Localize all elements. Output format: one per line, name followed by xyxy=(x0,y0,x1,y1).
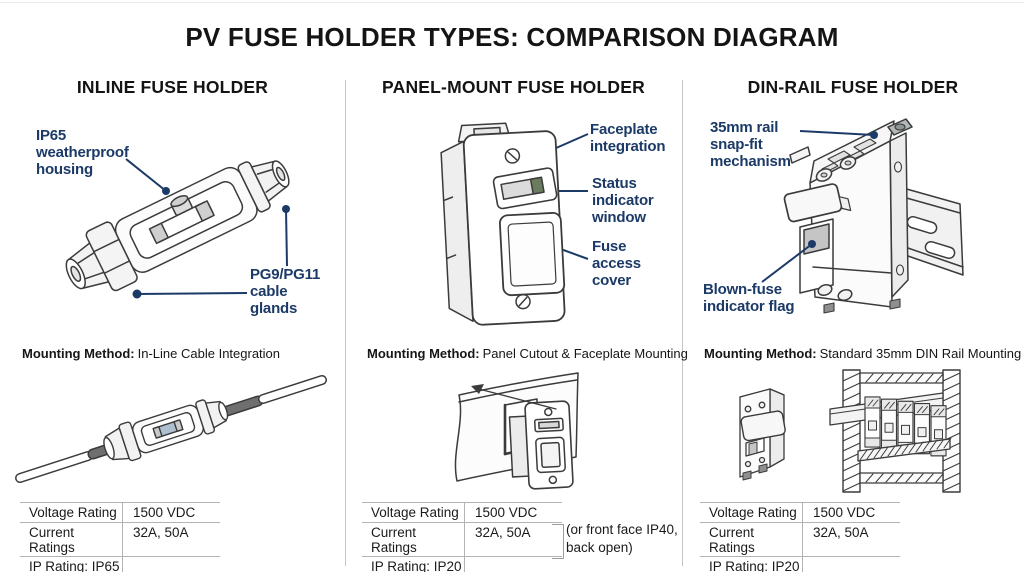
inline-mounting-method: Mounting Method:In-Line Cable Integratio… xyxy=(22,346,280,361)
inline-mounting-illustration xyxy=(15,375,327,483)
inline-spec-table: Voltage Rating 1500 VDC Current Ratings … xyxy=(20,502,220,572)
blown-fuse-flag xyxy=(803,223,830,255)
spec-value: 32A, 50A xyxy=(122,523,220,556)
ip-rating-note: (or front face IP40, back open) xyxy=(566,522,678,555)
spec-value: 32A, 50A xyxy=(802,523,900,556)
removal-arrow xyxy=(478,388,557,410)
spec-label: IP Rating: IP20 xyxy=(371,559,462,572)
spec-label: IP Rating: IP65 xyxy=(29,559,120,572)
mounting-method-value: Standard 35mm DIN Rail Mounting xyxy=(819,346,1022,361)
din-rail-fuse-holder-illustration xyxy=(761,118,964,314)
din-device-small xyxy=(739,388,786,481)
panel-device-body xyxy=(440,122,566,326)
column-divider-1 xyxy=(345,80,346,566)
din-mounting-illustration xyxy=(739,369,961,493)
panel-spec-table: Voltage Rating 1500 VDC Current Ratings … xyxy=(362,502,562,572)
din-rail-column-header: DIN-RAIL FUSE HOLDER xyxy=(747,77,959,97)
table-row: IP Rating: IP65 xyxy=(20,556,220,572)
din-rail xyxy=(902,187,964,276)
panel-mounting-illustration xyxy=(454,372,579,490)
spec-label: Current Ratings xyxy=(371,525,417,555)
table-row: Current Ratings 32A, 50A xyxy=(20,522,220,556)
spec-label: Current Ratings xyxy=(709,525,755,555)
table-row: Voltage Rating 1500 VDC xyxy=(700,502,900,522)
mounting-method-value: Panel Cutout & Faceplate Mounting xyxy=(482,346,688,361)
mounting-method-label: Mounting Method: xyxy=(22,346,135,361)
callout-rail-snap-fit: 35mm rail snap-fit mechanism xyxy=(710,119,791,170)
table-row: Voltage Rating 1500 VDC xyxy=(20,502,220,522)
page-title: PV FUSE HOLDER TYPES: COMPARISON DIAGRAM xyxy=(185,22,839,52)
din-mounting-method: Mounting Method:Standard 35mm DIN Rail M… xyxy=(704,346,1021,361)
spec-label: Voltage Rating xyxy=(371,505,459,520)
callout-faceplate-integration: Faceplate integration xyxy=(590,121,666,155)
mounting-method-value: In-Line Cable Integration xyxy=(137,346,281,361)
mounting-method-label: Mounting Method: xyxy=(367,346,480,361)
inline-device-body xyxy=(65,160,290,292)
spec-value: 1500 VDC xyxy=(464,503,562,522)
spec-label: Voltage Rating xyxy=(29,505,117,520)
inline-fuse-holder-illustration xyxy=(65,158,290,299)
inline-callout-lines xyxy=(125,158,290,299)
spec-value-empty xyxy=(802,557,900,572)
table-row: Current Ratings 32A, 50A xyxy=(362,522,562,556)
fuse-cover-flap xyxy=(783,183,852,223)
spec-label: Voltage Rating xyxy=(709,505,797,520)
spec-value-empty xyxy=(122,557,220,572)
callout-ip65-housing: IP65 weatherproof housing xyxy=(36,127,129,178)
table-row: Current Ratings 32A, 50A xyxy=(700,522,900,556)
din-callout-lines xyxy=(761,130,878,283)
panel-mounting-method: Mounting Method:Panel Cutout & Faceplate… xyxy=(367,346,688,361)
top-border-line xyxy=(0,2,1024,3)
spec-value: 1500 VDC xyxy=(802,503,900,522)
table-row: IP Rating: IP20 xyxy=(362,556,562,572)
panel-mount-fuse-holder-illustration xyxy=(440,122,589,326)
spec-value: 32A, 50A xyxy=(464,523,562,556)
din-rack xyxy=(829,369,961,493)
ip-note-bracket xyxy=(552,524,564,559)
mounting-method-label: Mounting Method: xyxy=(704,346,817,361)
inline-column-header: INLINE FUSE HOLDER xyxy=(76,77,269,97)
status-indicator-window xyxy=(492,167,558,210)
spec-value: 1500 VDC xyxy=(122,503,220,522)
spec-label: IP Rating: IP20 xyxy=(709,559,800,572)
callout-status-indicator: Status indicator window xyxy=(592,175,654,226)
panel-device-small xyxy=(508,400,574,490)
callout-fuse-access-cover: Fuse access cover xyxy=(592,238,641,289)
fuse-cartridge xyxy=(148,194,215,245)
callout-blown-fuse-flag: Blown-fuse indicator flag xyxy=(703,281,795,315)
din-spec-table: Voltage Rating 1500 VDC Current Ratings … xyxy=(700,502,900,572)
table-row: Voltage Rating 1500 VDC xyxy=(362,502,562,522)
column-divider-2 xyxy=(682,80,683,566)
inline-device-on-cable xyxy=(103,399,229,462)
table-row: IP Rating: IP20 xyxy=(700,556,900,572)
spec-label: Current Ratings xyxy=(29,525,75,555)
spec-value-empty xyxy=(464,557,562,572)
callout-cable-glands: PG9/PG11 cable glands xyxy=(250,266,321,317)
panel-mount-column-header: PANEL-MOUNT FUSE HOLDER xyxy=(382,77,645,97)
